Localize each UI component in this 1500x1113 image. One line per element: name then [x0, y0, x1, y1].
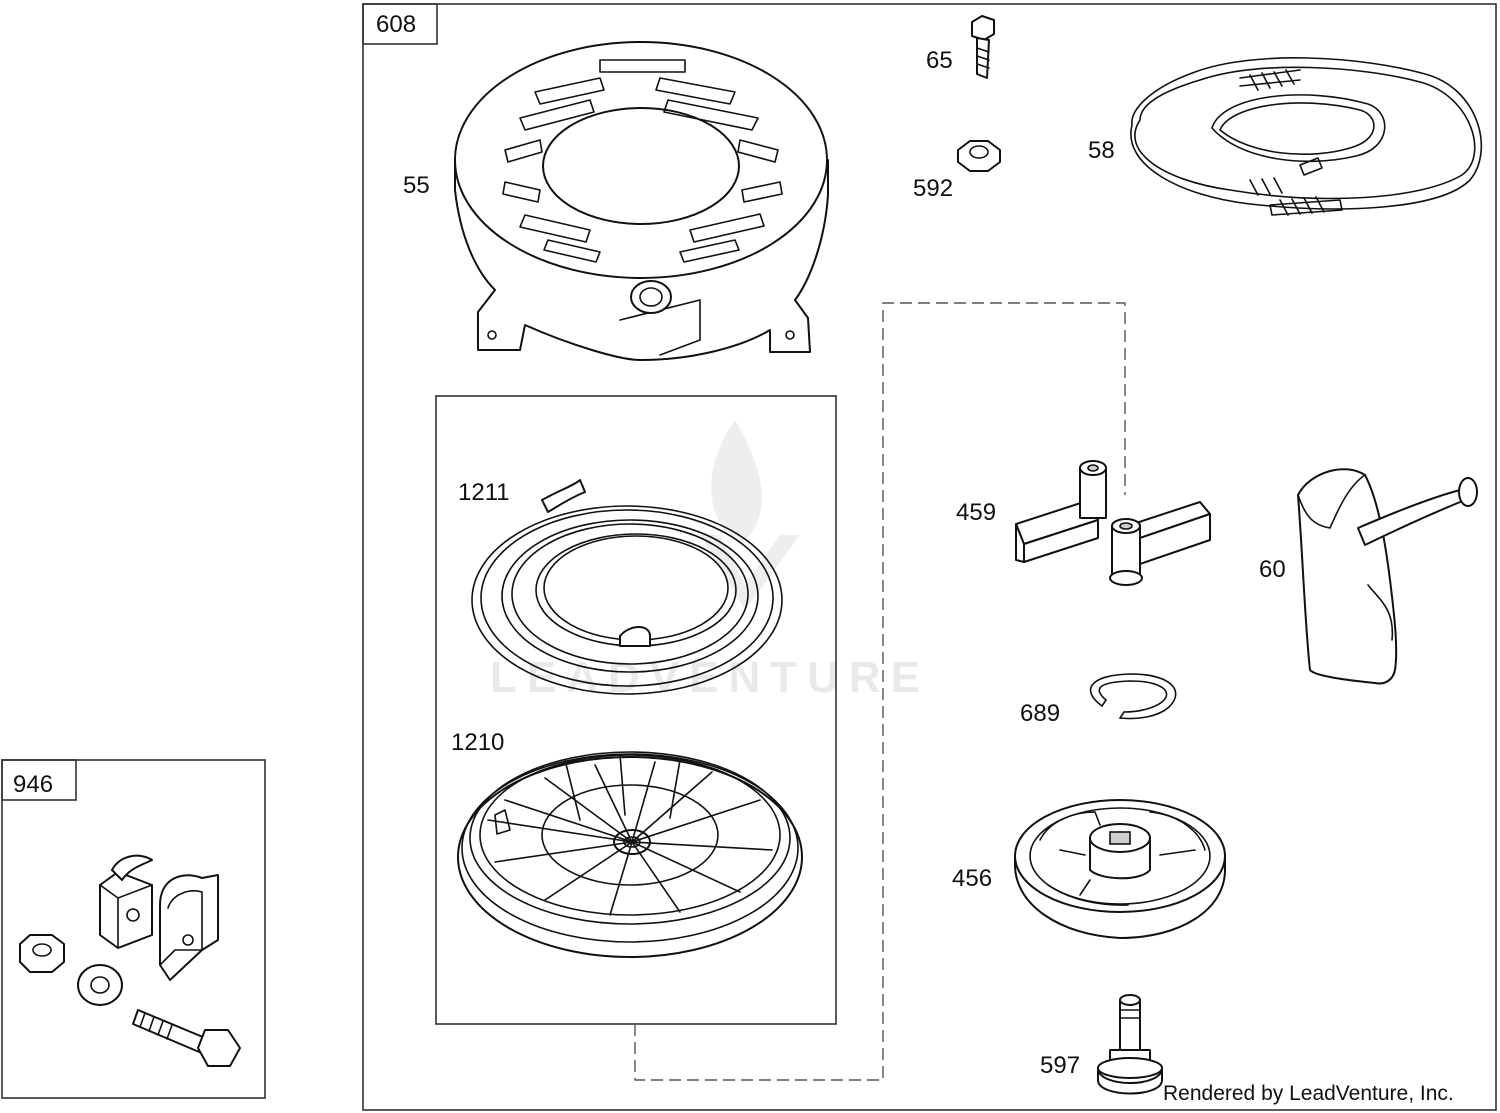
- part-1210-pulley[interactable]: [457, 751, 803, 958]
- callout-1210: 1210: [451, 729, 504, 756]
- connector-dashed-line: [634, 302, 1126, 1081]
- part-946-nut[interactable]: [19, 934, 65, 973]
- part-597-shoulder-screw[interactable]: [1097, 994, 1163, 1095]
- callout-65: 65: [926, 47, 953, 74]
- callout-55: 55: [403, 172, 430, 199]
- part-55-blower-housing[interactable]: [454, 41, 829, 361]
- callout-60: 60: [1259, 556, 1286, 583]
- box-608: 608: [362, 3, 1497, 1111]
- callout-1211: 1211: [458, 479, 510, 506]
- box-608-frame: [362, 3, 1497, 1111]
- box-946-label: 946: [13, 771, 53, 798]
- watermark-chevron-icon: [700, 535, 800, 610]
- callout-459: 459: [956, 499, 996, 526]
- pulley-box-frame: [435, 395, 837, 1025]
- callout-456: 456: [952, 865, 992, 892]
- part-60-starter-handle[interactable]: [1297, 468, 1478, 685]
- part-946-bolt[interactable]: [132, 1009, 241, 1067]
- part-58-starter-rope[interactable]: [1130, 57, 1483, 216]
- render-credit: Rendered by LeadVenture, Inc.: [1163, 1082, 1454, 1105]
- box-946-label-frame: [1, 759, 77, 801]
- part-1211-recoil-spring[interactable]: [471, 479, 783, 695]
- part-592-nut[interactable]: [957, 140, 1001, 172]
- callout-58: 58: [1088, 137, 1115, 164]
- watermark: LEADVENTURE: [490, 420, 930, 702]
- callout-597: 597: [1040, 1052, 1080, 1079]
- box-608-label: 608: [376, 11, 416, 38]
- callout-689: 689: [1020, 700, 1060, 727]
- box-946: 946: [1, 759, 266, 1099]
- box-608-label-frame: [362, 3, 438, 45]
- box-946-frame: [1, 759, 266, 1099]
- watermark-flame-icon: [711, 420, 762, 545]
- part-689-retaining-ring[interactable]: [1089, 673, 1177, 720]
- part-459-starter-dogs[interactable]: [1015, 460, 1211, 586]
- part-456-ratchet[interactable]: [1014, 799, 1226, 939]
- callout-592: 592: [913, 175, 953, 202]
- part-946-washer[interactable]: [77, 964, 123, 1006]
- part-65-bolt[interactable]: [971, 15, 995, 79]
- part-946-clamp[interactable]: [99, 854, 219, 981]
- watermark-text: LEADVENTURE: [490, 653, 930, 702]
